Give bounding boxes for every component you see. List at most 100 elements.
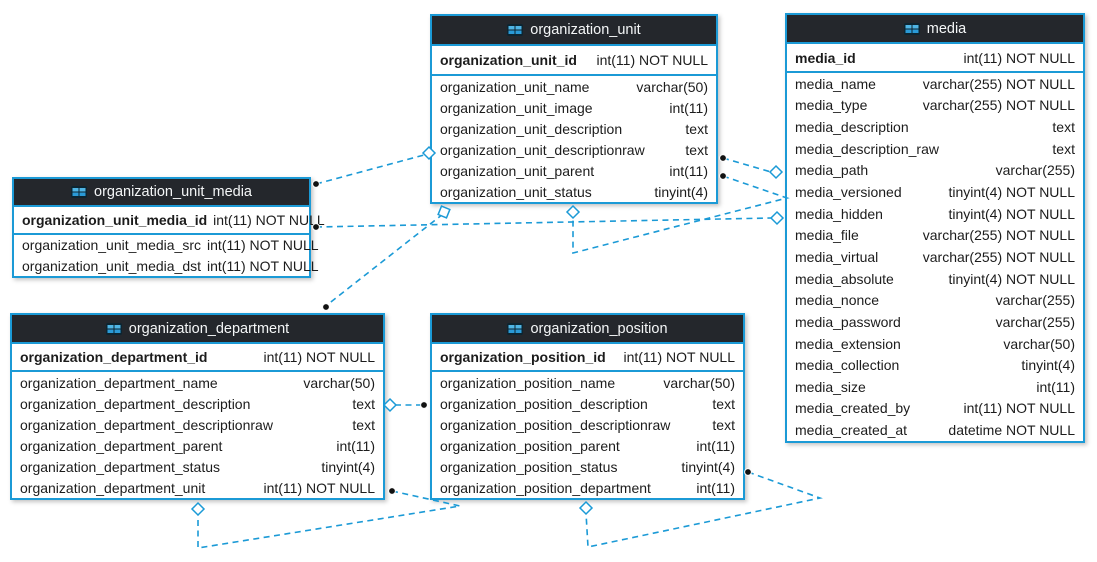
relation-unit_media-to-media[interactable] xyxy=(312,210,785,231)
table-header[interactable]: organization_position xyxy=(432,315,743,344)
field-type: tinyint(4) xyxy=(1021,357,1075,374)
field-name: organization_unit_status xyxy=(440,183,592,200)
table-icon xyxy=(507,322,524,335)
field-name: media_collection xyxy=(795,357,900,374)
field-type: text xyxy=(352,395,375,412)
table-icon xyxy=(903,22,920,35)
table-header[interactable]: organization_unit_media xyxy=(14,179,309,207)
field-type: varchar(255) xyxy=(995,162,1075,179)
field-row[interactable]: organization_department_name varchar(50) xyxy=(12,372,383,393)
field-name: organization_unit_media_id xyxy=(22,212,208,228)
fk-dot xyxy=(719,154,727,162)
field-name: organization_department_unit xyxy=(20,479,206,496)
table-header[interactable]: media xyxy=(787,15,1083,44)
primary-key-row[interactable]: organization_unit_id int(11) NOT NULL xyxy=(432,46,716,76)
field-name: organization_position_status xyxy=(440,458,618,475)
table-title: organization_unit_media xyxy=(94,184,252,200)
field-name: organization_position_id xyxy=(440,349,606,365)
field-type: varchar(255) NOT NULL xyxy=(922,248,1075,265)
field-type: tinyint(4) NOT NULL xyxy=(948,205,1075,222)
field-name: organization_department_id xyxy=(20,349,208,365)
field-name: media_description xyxy=(795,119,909,136)
field-type: text xyxy=(1052,140,1075,157)
table-organization_unit_media[interactable]: organization_unit_media organization_unit… xyxy=(12,177,325,278)
field-type: int(11) xyxy=(336,437,375,454)
field-type: int(11) NOT NULL xyxy=(596,52,708,68)
table-header[interactable]: organization_department xyxy=(12,315,383,344)
field-name: organization_department_name xyxy=(20,374,218,391)
table-icon xyxy=(71,186,87,198)
field-list: media_name varchar(255) NOT NULL media_typ… xyxy=(787,73,1083,441)
table-icon xyxy=(507,24,524,36)
relation-position-to-department[interactable] xyxy=(382,397,428,413)
table-organization_department[interactable]: organization_department organization_depa… xyxy=(10,313,385,500)
field-name: media_file xyxy=(795,227,859,244)
field-type: text xyxy=(712,416,735,433)
relation-department-to-unit[interactable] xyxy=(322,205,451,311)
field-name: organization_department_descriptionraw xyxy=(20,416,273,433)
relation-unit-to-media[interactable] xyxy=(719,154,784,180)
field-type: varchar(50) xyxy=(636,78,708,95)
field-name: organization_unit_id xyxy=(440,52,577,68)
field-row[interactable]: media_description text xyxy=(787,116,1083,138)
field-name: organization_department_status xyxy=(20,458,221,475)
field-type: varchar(255) NOT NULL xyxy=(922,75,1075,92)
field-row[interactable]: media_name varchar(255) NOT NULL xyxy=(787,73,1083,95)
field-row[interactable]: media_collection tinyint(4) xyxy=(787,354,1083,376)
field-type: int(11) xyxy=(669,99,708,116)
field-name: media_versioned xyxy=(795,184,902,201)
field-type: varchar(50) xyxy=(303,374,375,391)
table-title: media xyxy=(926,20,967,37)
table-title: organization_department xyxy=(128,320,290,337)
field-name: organization_unit_parent xyxy=(440,162,595,179)
ref-diamond xyxy=(565,204,581,220)
field-type: int(11) NOT NULL xyxy=(963,400,1075,417)
relation-unit_media-to-unit[interactable] xyxy=(312,145,437,188)
field-name: media_name xyxy=(795,75,876,92)
table-header[interactable]: organization_unit xyxy=(432,16,716,46)
field-type: text xyxy=(1052,119,1075,136)
